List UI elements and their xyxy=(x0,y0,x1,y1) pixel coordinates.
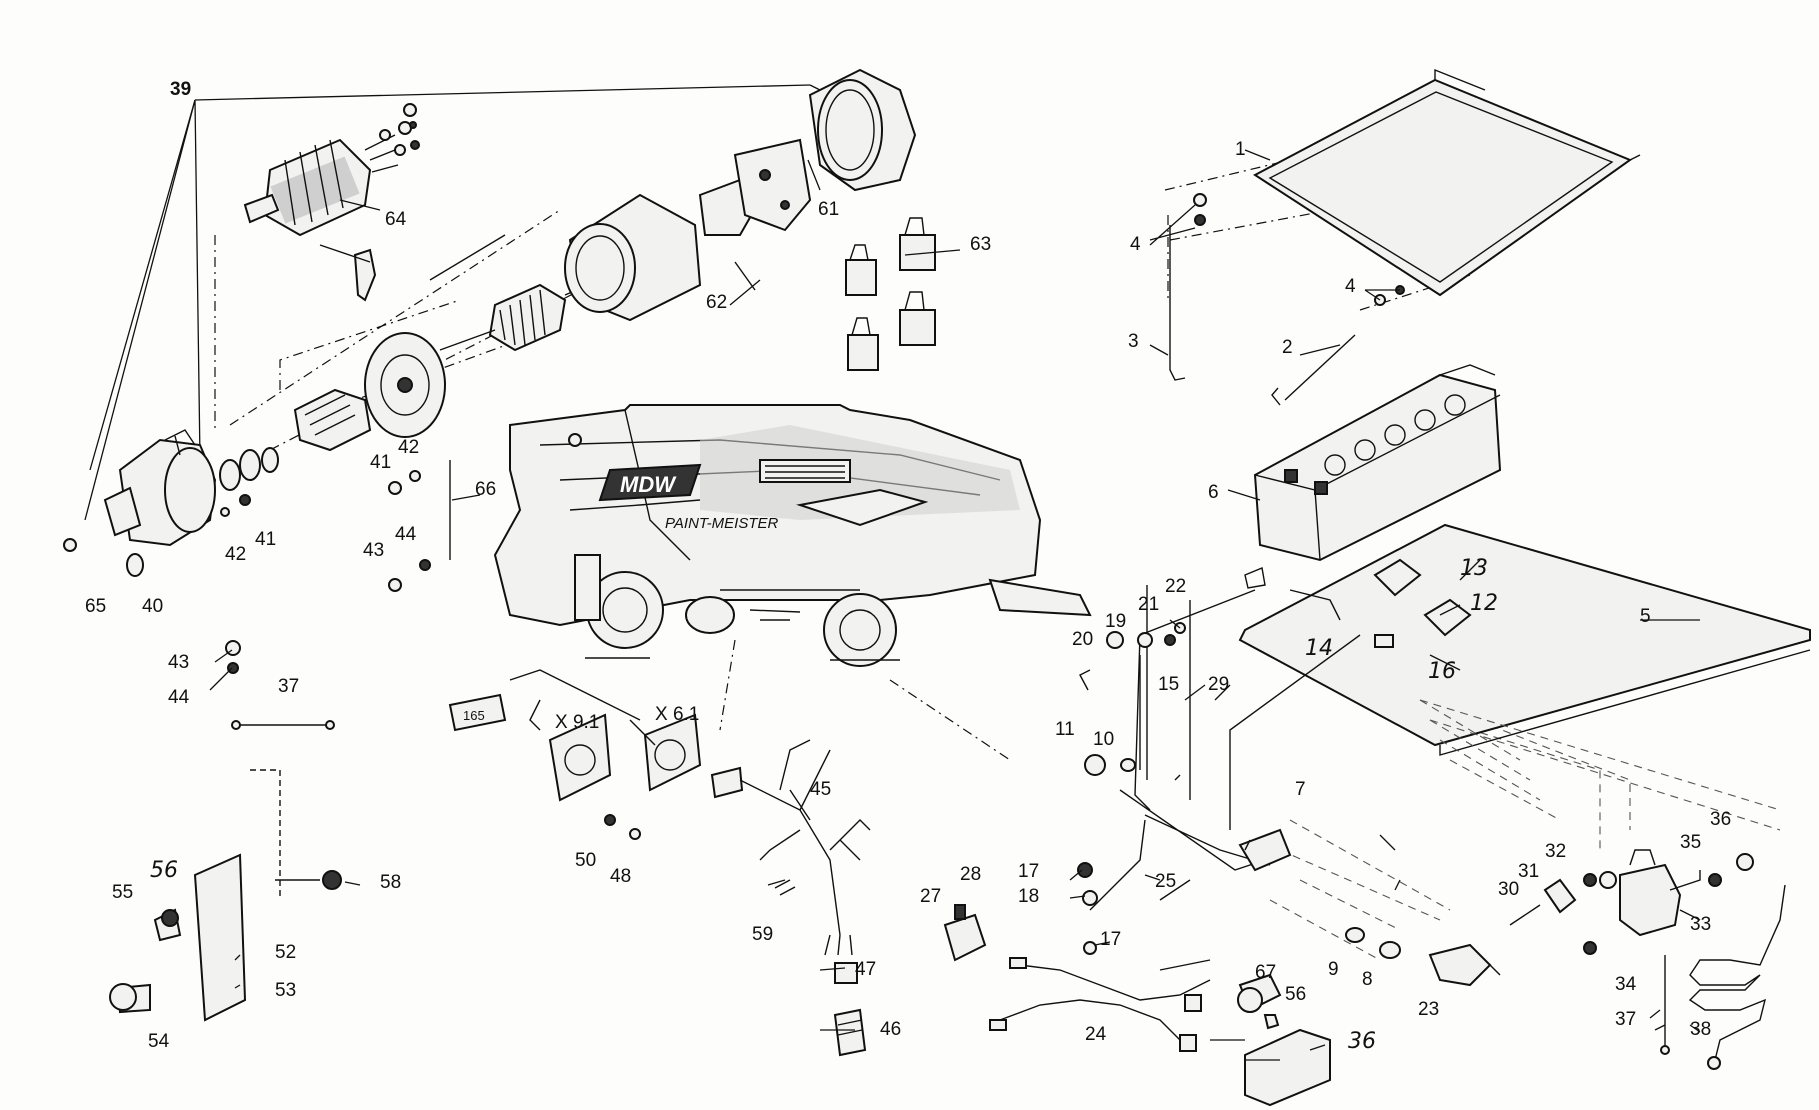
callout-64: 64 xyxy=(385,209,407,230)
callout-24: 24 xyxy=(1085,1024,1107,1045)
callout-56b: 56 xyxy=(1285,984,1306,1005)
carbon-brushes xyxy=(845,217,936,371)
callout-19: 19 xyxy=(1105,611,1126,632)
battery-cables xyxy=(1119,558,1472,872)
callout-4a: 4 xyxy=(1130,234,1141,255)
callout-13: 13 xyxy=(1460,556,1488,581)
callout-15: 15 xyxy=(1158,674,1179,695)
callout-23: 23 xyxy=(1418,999,1439,1020)
callout-55: 55 xyxy=(112,882,133,903)
callout-8: 8 xyxy=(1362,969,1373,990)
callout-40: 40 xyxy=(142,596,163,617)
callout-11: 11 xyxy=(1055,719,1075,740)
callout-1: 1 xyxy=(1235,139,1246,160)
callout-44b: 44 xyxy=(168,687,190,708)
callout-37a: 37 xyxy=(278,676,299,697)
callout-14: 14 xyxy=(1305,636,1333,661)
callout-67: 67 xyxy=(1255,962,1276,983)
callout-45: 45 xyxy=(810,779,831,800)
callout-37b: 37 xyxy=(1615,1009,1636,1030)
callout-61: 61 xyxy=(818,199,839,220)
callout-3: 3 xyxy=(1128,331,1139,352)
callout-56a: 56 xyxy=(150,858,178,883)
callout-47: 47 xyxy=(855,959,876,980)
battery-tray xyxy=(1238,523,1811,831)
starter-solenoid xyxy=(243,103,420,237)
callout-34: 34 xyxy=(1615,974,1637,995)
callout-44a: 44 xyxy=(395,524,417,545)
callout-33: 33 xyxy=(1690,914,1711,935)
lamp-and-misc-hardware xyxy=(109,640,342,1022)
callout-18: 18 xyxy=(1018,886,1039,907)
callout-42a: 42 xyxy=(398,437,419,458)
callout-36a: 36 xyxy=(1710,809,1731,830)
callout-38: 38 xyxy=(1690,1019,1711,1040)
callout-46: 46 xyxy=(880,1019,901,1040)
callout-21: 21 xyxy=(1138,594,1159,615)
callout-22: 22 xyxy=(1165,576,1186,597)
callout-27: 27 xyxy=(920,886,941,907)
callout-63: 63 xyxy=(970,234,991,255)
callout-30: 30 xyxy=(1498,879,1519,900)
callout-5: 5 xyxy=(1640,606,1651,627)
wiring-harness: 165 xyxy=(448,669,1211,1057)
callout-17a: 17 xyxy=(1018,861,1039,882)
callout-42b: 42 xyxy=(225,544,246,565)
callout-7: 7 xyxy=(1295,779,1306,800)
callout-9: 9 xyxy=(1328,959,1339,980)
battery xyxy=(1253,364,1502,562)
callout-17b: 17 xyxy=(1100,929,1121,950)
callout-59: 59 xyxy=(752,924,773,945)
starter-motor-parts xyxy=(63,68,917,592)
callout-20: 20 xyxy=(1072,629,1093,650)
connector-tag-165: 165 xyxy=(463,708,485,723)
switches-and-brackets xyxy=(943,622,1786,1107)
machine-badge: MDW xyxy=(620,472,677,497)
callout-41a: 41 xyxy=(370,452,391,473)
callout-58: 58 xyxy=(380,872,401,893)
callout-10: 10 xyxy=(1093,729,1114,750)
machine-name: PAINT-MEISTER xyxy=(665,515,779,532)
connector-label-x91: X 9.1 xyxy=(555,712,599,733)
battery-frame xyxy=(1169,68,1641,406)
connector-label-x61: X 6.1 xyxy=(655,704,699,725)
callout-65: 65 xyxy=(85,596,106,617)
callout-53: 53 xyxy=(275,980,296,1001)
callout-32: 32 xyxy=(1545,841,1566,862)
callout-16: 16 xyxy=(1428,659,1456,684)
callout-29: 29 xyxy=(1208,674,1229,695)
callout-28: 28 xyxy=(960,864,981,885)
callout-36b: 36 xyxy=(1348,1029,1376,1054)
callout-66: 66 xyxy=(475,479,496,500)
callout-43a: 43 xyxy=(363,540,384,561)
callout-4b: 4 xyxy=(1345,276,1356,297)
callout-35: 35 xyxy=(1680,832,1701,853)
callout-2: 2 xyxy=(1282,337,1293,358)
callout-62: 62 xyxy=(706,292,727,313)
callout-41b: 41 xyxy=(255,529,276,550)
callout-12: 12 xyxy=(1470,591,1498,616)
callout-54: 54 xyxy=(148,1031,170,1052)
callout-labels: 39 64 61 63 62 42 41 66 44 43 41 42 65 4… xyxy=(85,79,1731,1054)
callout-31: 31 xyxy=(1518,861,1539,882)
callout-43b: 43 xyxy=(168,652,189,673)
callout-52: 52 xyxy=(275,942,296,963)
machine-body: MDW PAINT-MEISTER xyxy=(493,404,1092,667)
callout-50: 50 xyxy=(575,850,596,871)
callout-48: 48 xyxy=(610,866,631,887)
callout-6: 6 xyxy=(1208,482,1219,503)
callout-25: 25 xyxy=(1155,871,1176,892)
callout-39: 39 xyxy=(170,79,191,100)
leader-lines xyxy=(209,149,1701,1061)
